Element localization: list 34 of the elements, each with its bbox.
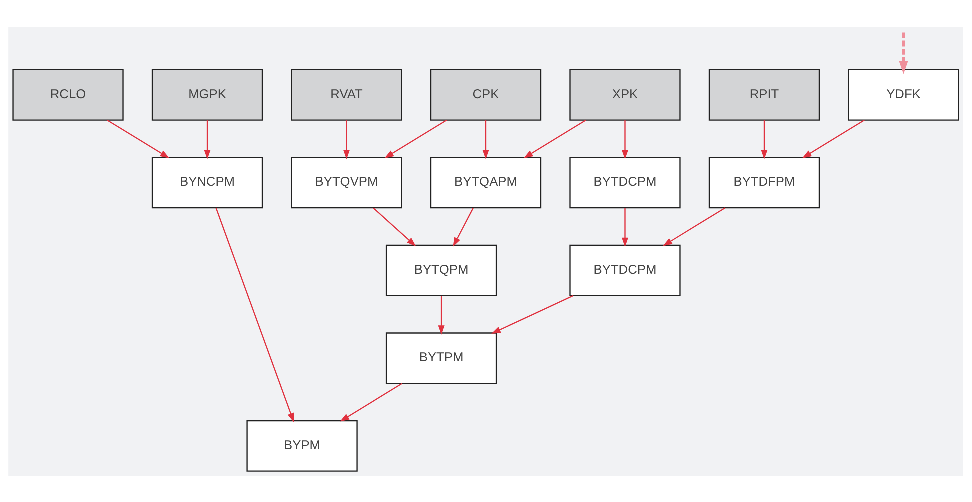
arrow <box>622 120 629 159</box>
arrow <box>524 119 586 158</box>
node-box: RVAT <box>291 68 402 120</box>
node-box: BYTDCPM <box>570 156 681 208</box>
arrow <box>492 294 574 334</box>
arrow <box>373 207 416 246</box>
node-box: BYTDCPM <box>570 244 681 296</box>
arrow <box>482 120 490 159</box>
node-box: BYTQVPM <box>291 156 402 208</box>
arrow <box>453 208 474 247</box>
node-box: YDFK <box>848 68 960 120</box>
node-box: MGPK <box>152 68 264 120</box>
arrow <box>343 120 350 159</box>
arrow <box>802 119 865 158</box>
arrow <box>384 119 448 158</box>
arrow <box>438 296 445 334</box>
node-box: BYTQPM <box>386 244 498 296</box>
node-box: BYPM <box>246 420 358 472</box>
arrow <box>663 207 726 246</box>
node-box: RPIT <box>708 68 820 120</box>
arrow <box>622 208 629 247</box>
node-box: BYTDFPM <box>708 156 820 208</box>
arrow <box>761 120 768 159</box>
arrow <box>204 120 211 159</box>
arrow <box>107 119 170 158</box>
node-box: XPK <box>570 68 681 120</box>
arrow <box>216 207 294 422</box>
arrow <box>340 382 403 422</box>
node-box: CPK <box>430 68 542 120</box>
node-box: BYTQAPM <box>430 156 542 208</box>
node-box: RCLO <box>12 68 124 120</box>
node-box: BYTPM <box>386 332 498 384</box>
node-box: BYNCPM <box>152 156 264 208</box>
arrow <box>899 32 908 74</box>
